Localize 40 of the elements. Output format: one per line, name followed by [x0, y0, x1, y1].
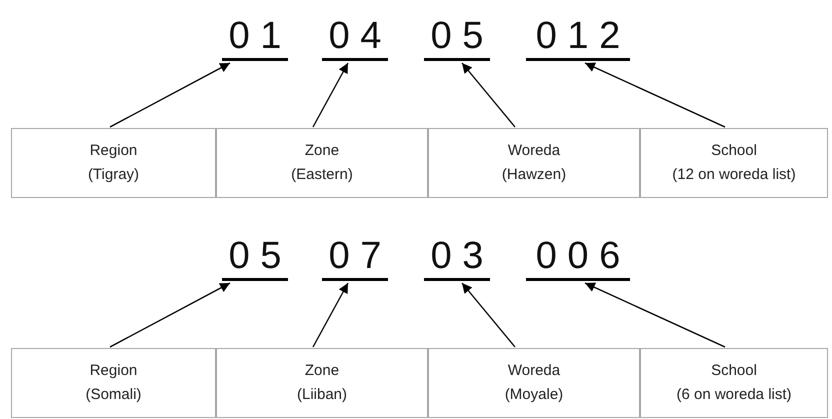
code-digits: 0 4 — [322, 14, 388, 61]
cell-note: (Hawzen) — [502, 165, 566, 185]
cell-heading: Region — [90, 361, 138, 381]
code-digits: 0 0 6 — [526, 234, 630, 281]
cell-heading: Zone — [304, 361, 340, 381]
cell-heading: School — [711, 141, 757, 161]
arrow — [462, 282, 516, 348]
code-digits: 0 3 — [424, 234, 490, 281]
code-digits: 0 1 — [222, 14, 288, 61]
arrow — [584, 62, 726, 128]
cell-heading: School — [711, 361, 757, 381]
table-cell — [11, 128, 216, 198]
arrow — [584, 282, 726, 348]
arrow — [462, 62, 516, 128]
cell-note: (6 on woreda list) — [676, 385, 792, 405]
table-cell — [640, 128, 828, 198]
code-digits: 0 5 — [424, 14, 490, 61]
code-digits: 0 7 — [322, 234, 388, 281]
cell-note: (Eastern) — [291, 165, 353, 185]
code-digits: 0 5 — [222, 234, 288, 281]
cell-heading: Region — [90, 141, 138, 161]
table-cell — [11, 348, 216, 418]
cell-heading: Zone — [304, 141, 340, 161]
table-cell — [640, 348, 828, 418]
table-cell — [428, 348, 640, 418]
arrow — [110, 62, 230, 128]
arrow — [312, 62, 349, 128]
cell-note: (Tigray) — [88, 165, 140, 185]
arrow — [312, 282, 349, 348]
cell-heading: Woreda — [508, 361, 560, 381]
table-cell — [216, 128, 428, 198]
code-digits: 0 1 2 — [526, 14, 630, 61]
table-cell — [428, 128, 640, 198]
table-cell — [216, 348, 428, 418]
cell-heading: Woreda — [508, 141, 560, 161]
cell-note: (Moyale) — [504, 385, 564, 405]
cell-note: (Somali) — [86, 385, 142, 405]
arrow — [110, 282, 230, 348]
cell-note: (Liiban) — [296, 385, 348, 405]
cell-note: (12 on woreda list) — [672, 165, 796, 185]
